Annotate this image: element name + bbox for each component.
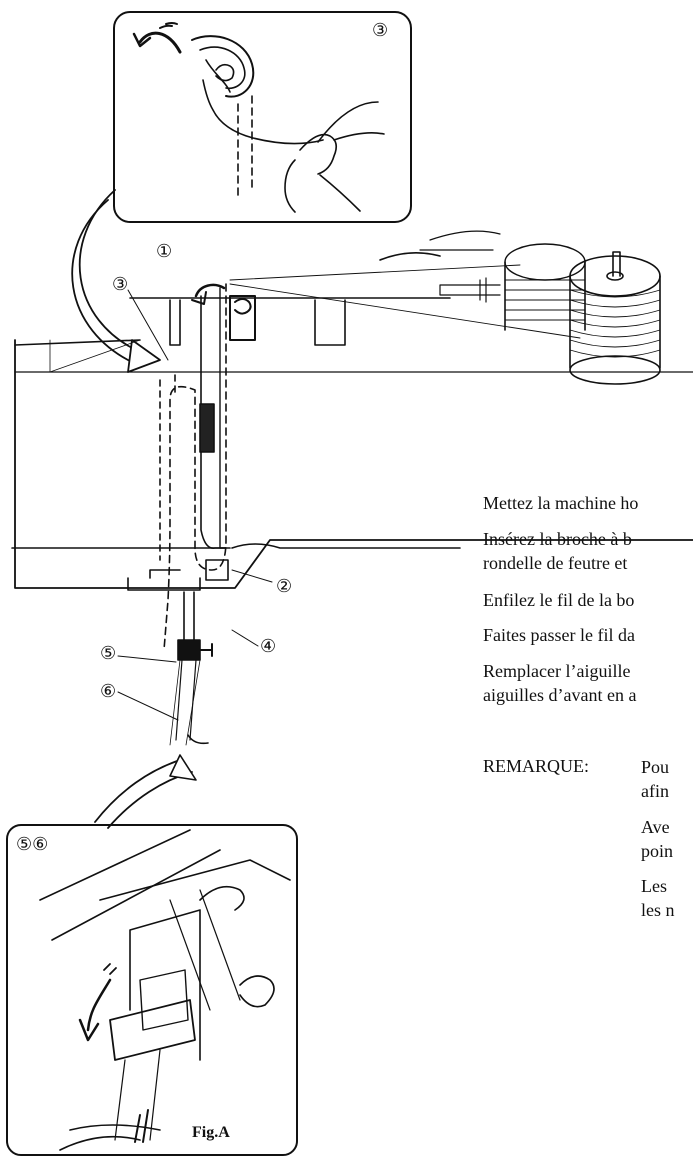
- callout-6: ⑥: [100, 681, 117, 702]
- remarque-label: REMARQUE:: [483, 756, 590, 776]
- callout-5-6-inset: ⑤⑥: [16, 834, 49, 855]
- thread-path: [163, 283, 227, 651]
- remarque-line: les n: [641, 900, 675, 920]
- inset-box-bottom: [6, 824, 298, 1156]
- remarque-line: afin: [641, 781, 669, 801]
- rotate-arrow-bottom-icon: [86, 978, 112, 1032]
- instruction-line: Remplacer l’aiguille: [483, 661, 631, 681]
- remarque-line: Pou: [641, 757, 670, 777]
- instruction-line: rondelle de feutre et: [483, 553, 628, 573]
- instruction-line: Enfilez le fil de la bo: [483, 590, 635, 610]
- callout-1: ①: [156, 241, 173, 262]
- rotate-arrow-icon: [194, 283, 226, 298]
- callout-2: ②: [276, 576, 293, 597]
- remarque-line: Les: [641, 876, 667, 896]
- remarque-line: poin: [641, 841, 674, 861]
- curved-arrow: [78, 189, 141, 353]
- rotate-arrow-top-icon: [138, 31, 182, 54]
- instruction-line: Insérez la broche à b: [483, 529, 632, 549]
- callout-5: ⑤: [100, 643, 117, 664]
- instruction-line: aiguilles d’avant en a: [483, 685, 637, 705]
- callout-3-inset: ③: [372, 20, 389, 41]
- callout-4: ④: [260, 636, 277, 657]
- machine-body: [14, 339, 693, 589]
- remarque-line: Ave: [641, 817, 670, 837]
- inset-box-top: [113, 11, 412, 223]
- callout-3: ③: [112, 274, 129, 295]
- instruction-line: Mettez la machine ho: [483, 493, 639, 513]
- figure-label: Fig.A: [192, 1124, 230, 1141]
- instruction-line: Faites passer le fil da: [483, 625, 635, 645]
